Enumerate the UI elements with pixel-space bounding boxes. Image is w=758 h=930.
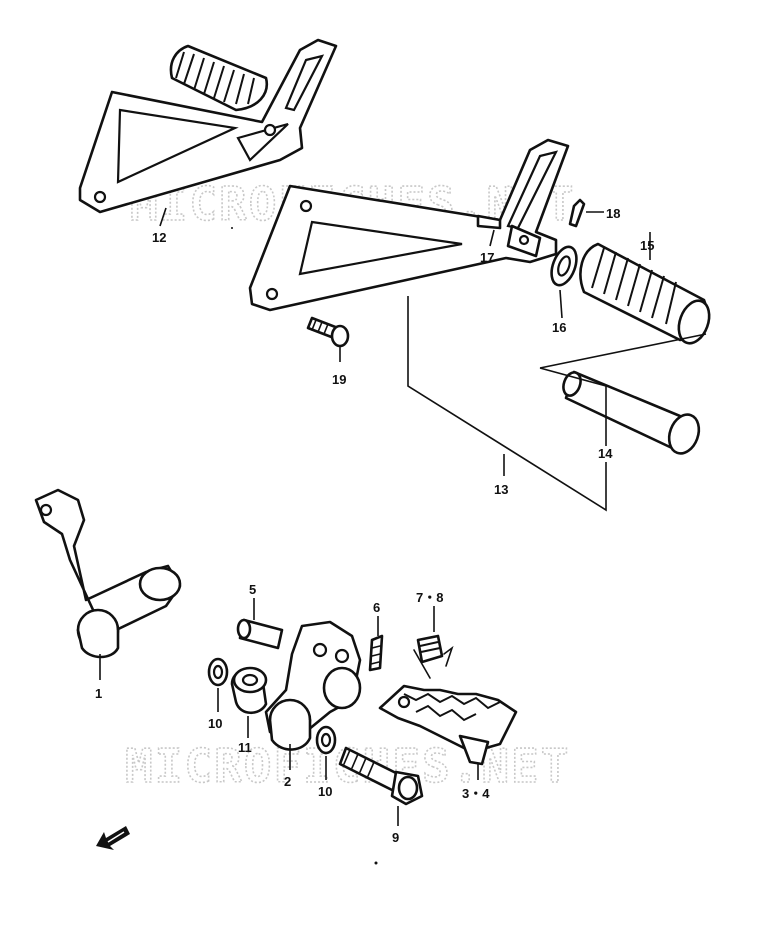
- callouts: 12 17 18 15 16 19 14 13 1 5 6 7・8 10 11 …: [95, 206, 654, 845]
- callout-1: 1: [95, 686, 102, 701]
- part-10-washer-left: [207, 657, 229, 687]
- leader-lines-upper: [159, 207, 707, 512]
- part-9-bolt: [338, 746, 424, 806]
- stray-dot: [231, 227, 233, 229]
- part-19-bolt: [306, 316, 350, 348]
- part-7-8-spring: [413, 634, 454, 679]
- part-15-rubber: [579, 242, 711, 345]
- part-16-washer: [550, 245, 578, 287]
- part-5-pin: [236, 618, 284, 650]
- callout-9: 9: [392, 830, 399, 845]
- callout-5: 5: [249, 582, 256, 597]
- part-13-bracket: [248, 138, 570, 312]
- part-1-arm: [34, 488, 182, 659]
- callout-19: 19: [332, 372, 346, 387]
- callout-16: 16: [552, 320, 566, 335]
- part-10-washer-right: [315, 725, 337, 755]
- callout-13: 13: [494, 482, 508, 497]
- part-2-bracket: [264, 620, 362, 751]
- leader-lines-lower: [99, 598, 479, 826]
- part-11-bushing: [230, 666, 268, 715]
- part-3-4-footpeg: [378, 684, 518, 766]
- callout-12: 12: [152, 230, 166, 245]
- callout-10-left: 10: [208, 716, 222, 731]
- part-6-spring: [368, 634, 384, 672]
- callout-10-right: 10: [318, 784, 332, 799]
- callout-14: 14: [598, 446, 613, 461]
- part-14-pin: [562, 370, 701, 455]
- part-12-bracket: [78, 38, 338, 214]
- callout-11: 11: [238, 740, 252, 755]
- callout-7-8: 7・8: [416, 590, 443, 605]
- callout-17: 17: [480, 250, 494, 265]
- callout-15: 15: [640, 238, 654, 253]
- part-12-rubber: [169, 44, 269, 112]
- callout-2: 2: [284, 774, 291, 789]
- callout-3-4: 3・4: [462, 786, 490, 801]
- callout-18: 18: [606, 206, 620, 221]
- stray-dot: [374, 861, 378, 865]
- part-18-cotter-pin: [568, 198, 586, 228]
- front-arrow-icon: [96, 826, 130, 850]
- callout-6: 6: [373, 600, 380, 615]
